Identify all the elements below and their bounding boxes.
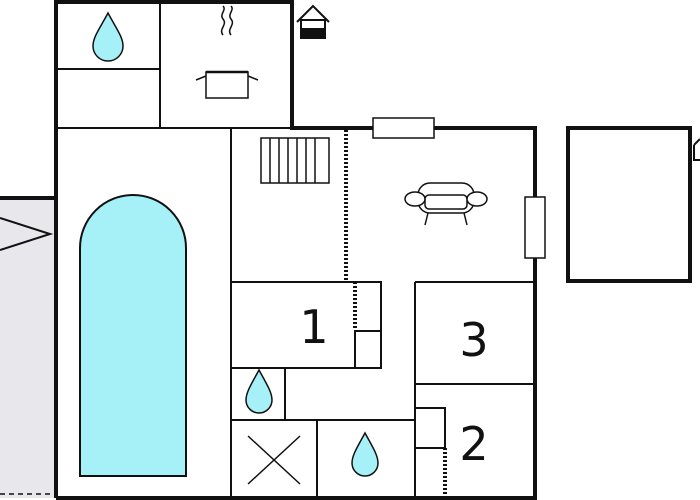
house-icon: [693, 138, 700, 161]
entrance-arrow-icon: [0, 217, 54, 251]
radiator-icon: [260, 137, 330, 184]
cooking-pot-icon: [195, 5, 259, 99]
toilet-icon: [247, 435, 301, 485]
room-3-number: 3: [459, 313, 488, 367]
room-3-walls: [414, 281, 535, 498]
closet: [414, 407, 446, 449]
water-drop-icon: [351, 431, 379, 477]
closet: [354, 330, 382, 369]
room-1-number: 1: [299, 300, 328, 354]
radiator-fins: [269, 138, 316, 183]
window-icon: [372, 117, 435, 139]
water-drop-icon: [92, 11, 124, 62]
terrace-area: [0, 198, 56, 498]
pool-icon: [79, 194, 187, 477]
outbuilding: [566, 126, 692, 283]
house-icon: [296, 4, 330, 39]
sofa-icon: [404, 182, 488, 226]
bathroom-walls: [231, 368, 415, 498]
water-drop-icon: [245, 368, 273, 414]
room-1-walls: [231, 281, 382, 369]
room-2-number: 2: [459, 417, 488, 471]
window-icon: [524, 196, 546, 259]
